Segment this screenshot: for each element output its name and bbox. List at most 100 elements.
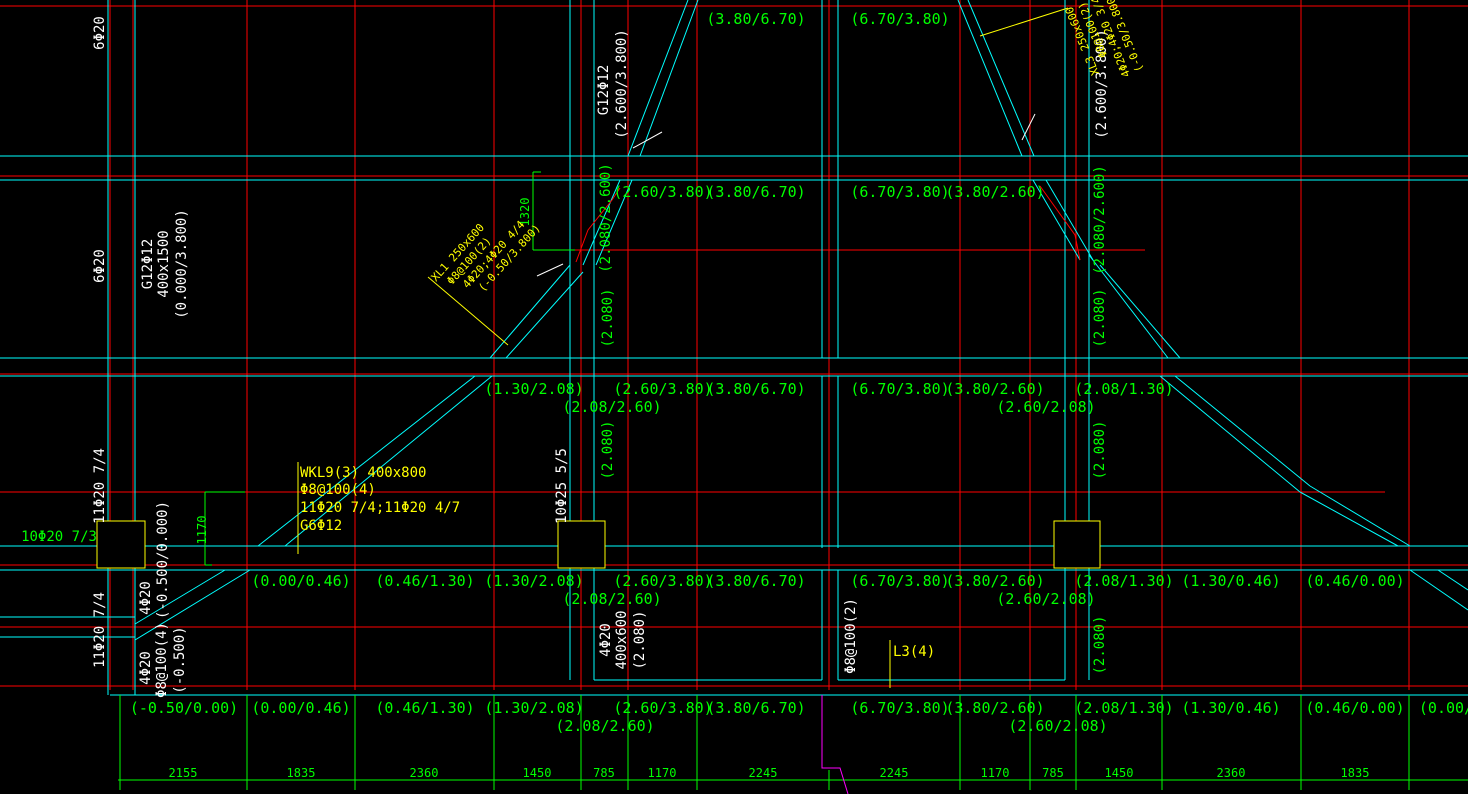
dim-4: 1450 [523,766,552,780]
grid-lines [0,0,1468,690]
elev-190-2: (3.80/6.70) [706,183,805,201]
elev-388-sub-1: (2.08/2.60) [562,398,661,416]
elev-580-10: (0.46/0.00) [1305,572,1404,590]
dim-11: 1450 [1105,766,1134,780]
elev-190-1: (2.60/3.80) [613,183,712,201]
elevation-labels-580: (0.00/0.46) (0.46/1.30) (1.30/2.08) (2.6… [251,572,1404,608]
elevation-labels-top: (3.80/6.70) (6.70/3.80) [706,10,949,28]
elev-bottom-sub-2: (2.60/2.08) [1008,717,1107,735]
elev-388-sub-2: (2.60/2.08) [996,398,1095,416]
elev-bottom-8: (3.80/2.60) [945,699,1044,717]
elev-580-2: (0.46/1.30) [375,572,474,590]
left-col-b1: 4Φ20 [138,581,154,615]
elev-580-sub-1: (2.08/2.60) [562,590,661,608]
mid-col-rebar: 10Φ25 5/5 [554,448,570,524]
dimension-labels: 2155 1835 2360 1450 785 1170 2245 2245 1… [169,766,1370,780]
right-col-elev: (2.600/3.800) [1094,29,1110,139]
dimension-lines [118,171,1468,790]
elev-388-6: (2.08/1.30) [1074,380,1173,398]
l3-stirrup: Φ8@100(2) [843,598,859,674]
xl1-note: XL1 250x600 Φ8@100(2) 4Φ20;4Φ20 4/4 (-0.… [429,218,544,294]
left-col-rebar-top: 11Φ20 7/4 [92,448,108,524]
left-col-b3: Φ8@100(4) [154,622,170,698]
v-2080-right-1: (2.080) [1092,288,1108,347]
elev-580-6: (6.70/3.80) [850,572,949,590]
elev-580-3: (1.30/2.08) [484,572,583,590]
elev-580-7: (3.80/2.60) [945,572,1044,590]
elev-bottom-12: (0.00/ [1419,699,1468,717]
dim-10: 785 [1042,766,1064,780]
elev-388-4: (6.70/3.80) [850,380,949,398]
elev-190-4: (3.80/2.60) [945,183,1044,201]
wkl9-line1: WKL9(3) 400x800 [300,465,426,481]
white-annotations: 6Φ20 6Φ20 G12Φ12 400x1500 (0.000/3.800) … [92,16,1110,698]
dim-1: 2155 [169,766,198,780]
dim-1320: 1320 [518,198,532,227]
elev-bottom-6: (3.80/6.70) [706,699,805,717]
elev-bottom-4: (1.30/2.08) [484,699,583,717]
elev-580-9: (1.30/0.46) [1181,572,1280,590]
left-col-size: 400x1500 [156,230,172,297]
magenta-line [821,695,849,794]
elev-top-1: (3.80/6.70) [706,10,805,28]
elev-580-5: (3.80/6.70) [706,572,805,590]
elev-bottom-9: (2.08/1.30) [1074,699,1173,717]
hook-marks [575,185,1081,263]
dim-6: 1170 [648,766,677,780]
dim-1170: 1170 [195,516,209,545]
elev-388-2: (2.60/3.80) [613,380,712,398]
left-col-mid-rebar: 6Φ20 [92,249,108,283]
elev-bottom-5: (2.60/3.80) [613,699,712,717]
elev-388-1: (1.30/2.08) [484,380,583,398]
elev-190-3: (6.70/3.80) [850,183,949,201]
left-col-top-rebar: 6Φ20 [92,16,108,50]
elevation-labels-388: (1.30/2.08) (2.60/3.80) (3.80/6.70) (6.7… [484,380,1173,416]
left-side-rebar: 10Φ20 7/3 [21,529,97,545]
elevation-labels-190: (2.60/3.80) (3.80/6.70) (6.70/3.80) (3.8… [613,183,1044,201]
elev-bottom-sub-1: (2.08/2.60) [555,717,654,735]
l3-label: L3(4) [893,644,935,660]
left-col-elev: (0.000/3.800) [174,209,190,319]
mid-col-b2: 400x600 [614,610,630,669]
elev-bottom-10: (1.30/0.46) [1181,699,1280,717]
elev-bottom-11: (0.46/0.00) [1305,699,1404,717]
elev-580-sub-2: (2.60/2.08) [996,590,1095,608]
v-2080-2600-right: (2.080/2.600) [1092,165,1108,275]
wkl9-line2: Φ8@100(4) [300,482,376,498]
note-leaders [297,7,1069,688]
elev-388-3: (3.80/6.70) [706,380,805,398]
v-2080-2600-left: (2.080/2.600) [598,163,614,273]
left-col-g12: G12Φ12 [140,239,156,290]
elev-388-5: (3.80/2.60) [945,380,1044,398]
elev-bottom-1: (-0.50/0.00) [130,699,238,717]
columns [96,520,1101,569]
dim-12: 2360 [1217,766,1246,780]
dim-9: 1170 [981,766,1010,780]
v-2080-right-2: (2.080) [1092,420,1108,479]
wkl9-line3: 11Φ20 7/4;11Φ20 4/7 [300,500,460,516]
v-2080-left-1: (2.080) [600,288,616,347]
elev-580-8: (2.08/1.30) [1074,572,1173,590]
elev-580-1: (0.00/0.46) [251,572,350,590]
wkl9-line4: G6Φ12 [300,518,342,534]
mid-col-g12: G12Φ12 [596,65,612,116]
mid-col-elev: (2.600/3.800) [614,29,630,139]
dim-3: 2360 [410,766,439,780]
v-2080-right-3: (2.080) [1092,615,1108,674]
left-col-b2: 4Φ20 [138,651,154,685]
left-col-b4: (-0.500) [172,626,188,693]
elev-580-4: (2.60/3.80) [613,572,712,590]
vertical-elevation-labels: (2.080) (2.080) (2.080) (2.080) (2.080) … [21,163,1108,674]
leader-marks [536,113,1036,277]
elev-top-2: (6.70/3.80) [850,10,949,28]
dim-2: 1835 [287,766,316,780]
elevation-labels-bottom: (-0.50/0.00) (0.00/0.46) (0.46/1.30) (1.… [130,699,1468,735]
left-col-elev2: (-0.500/0.000) [155,501,171,619]
elev-bottom-3: (0.46/1.30) [375,699,474,717]
dim-5: 785 [593,766,615,780]
dim-7: 2245 [749,766,778,780]
dim-8: 2245 [880,766,909,780]
elev-bottom-7: (6.70/3.80) [850,699,949,717]
